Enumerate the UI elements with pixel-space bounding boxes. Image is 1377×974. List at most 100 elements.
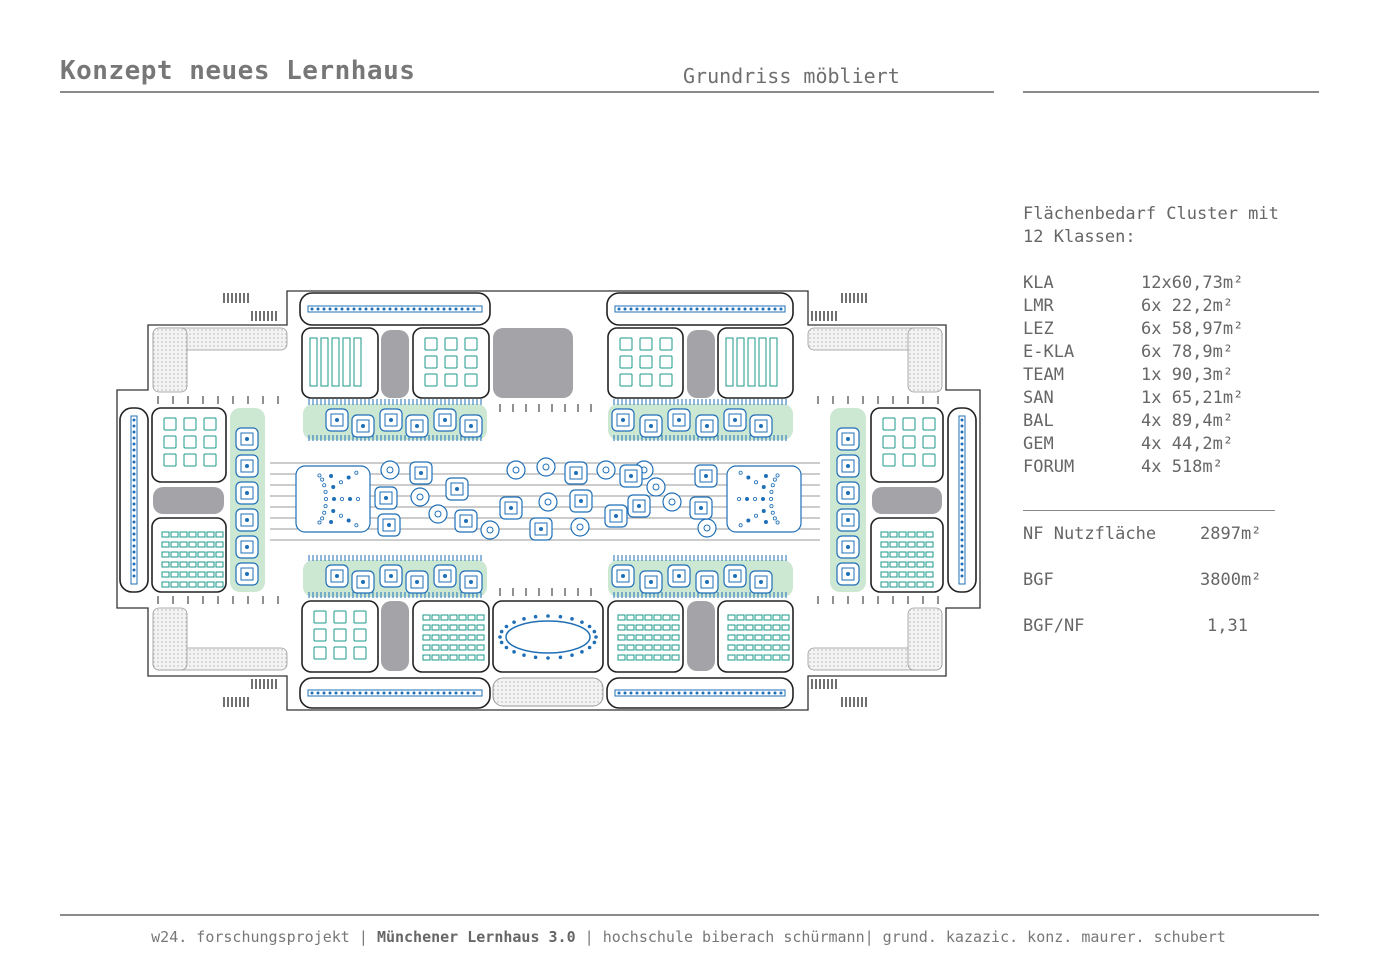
shelf-item bbox=[960, 526, 964, 530]
desk bbox=[662, 624, 671, 631]
desk bbox=[772, 654, 781, 661]
desk bbox=[653, 614, 662, 621]
desk-row bbox=[309, 337, 318, 387]
room-area: 4x 89,4m² bbox=[1141, 411, 1234, 431]
auditorium-seat bbox=[320, 477, 325, 482]
shelf-item bbox=[132, 508, 136, 512]
desk bbox=[458, 644, 467, 651]
desk bbox=[431, 624, 440, 631]
workstation-desk bbox=[464, 575, 478, 589]
desk bbox=[161, 571, 170, 578]
desk bbox=[925, 581, 934, 588]
room-code: LMR bbox=[1023, 296, 1054, 316]
desk bbox=[916, 571, 925, 578]
shelf-item bbox=[132, 448, 136, 452]
shelf-item bbox=[132, 424, 136, 428]
storage-area bbox=[492, 677, 604, 707]
workstation-seat bbox=[677, 418, 681, 422]
round-table-top bbox=[542, 463, 550, 471]
desk bbox=[206, 561, 215, 568]
desk-row bbox=[736, 337, 745, 387]
desk bbox=[644, 624, 653, 631]
auditorium-seat bbox=[769, 504, 774, 509]
conference-table bbox=[505, 620, 591, 654]
table-group bbox=[163, 417, 177, 431]
workstation bbox=[235, 535, 259, 559]
desk bbox=[763, 654, 772, 661]
round-table-top bbox=[576, 523, 584, 531]
workstation bbox=[627, 494, 651, 518]
workstation bbox=[499, 496, 523, 520]
page-subtitle: Grundriss möbliert bbox=[683, 64, 900, 88]
shelf-item bbox=[346, 691, 350, 695]
classroom bbox=[301, 600, 379, 673]
shelf-item bbox=[132, 532, 136, 536]
shelf bbox=[130, 415, 138, 585]
workstation-seat bbox=[699, 506, 703, 510]
workstation bbox=[235, 427, 259, 451]
shelf-unit bbox=[119, 407, 149, 593]
desk-row bbox=[331, 337, 340, 387]
workstation-desk bbox=[609, 509, 623, 523]
shelf-item bbox=[454, 691, 458, 695]
workstation-desk bbox=[841, 432, 855, 446]
desk bbox=[907, 551, 916, 558]
desk bbox=[898, 561, 907, 568]
shelf-item bbox=[132, 430, 136, 434]
workstation-desk bbox=[379, 491, 393, 505]
auditorium-seat bbox=[329, 474, 334, 479]
desk bbox=[170, 571, 179, 578]
desk bbox=[662, 634, 671, 641]
shelf-item bbox=[370, 307, 374, 311]
desk bbox=[745, 614, 754, 621]
desk-row bbox=[747, 337, 756, 387]
shelf-item bbox=[334, 691, 338, 695]
chair bbox=[570, 653, 574, 657]
workstation-desk bbox=[330, 569, 344, 583]
desk bbox=[745, 634, 754, 641]
workstation-seat bbox=[637, 504, 641, 508]
workstation-seat bbox=[705, 424, 709, 428]
desk bbox=[736, 654, 745, 661]
desk bbox=[763, 624, 772, 631]
classroom bbox=[870, 517, 944, 593]
workstation-desk bbox=[841, 459, 855, 473]
workstation bbox=[639, 570, 663, 594]
room-code: LEZ bbox=[1023, 319, 1054, 339]
core bbox=[687, 601, 715, 671]
round-table-top bbox=[703, 524, 711, 532]
shelf-item bbox=[132, 484, 136, 488]
shelf-unit bbox=[606, 677, 794, 709]
desk bbox=[889, 561, 898, 568]
round-table bbox=[506, 460, 526, 480]
desk bbox=[880, 551, 889, 558]
chair bbox=[587, 624, 592, 629]
workstation bbox=[749, 570, 773, 594]
chair bbox=[587, 645, 592, 650]
workstation-seat bbox=[361, 424, 365, 428]
shelf-item bbox=[406, 691, 410, 695]
desk bbox=[467, 644, 476, 651]
auditorium-seat bbox=[331, 485, 336, 490]
shelf-item bbox=[358, 691, 362, 695]
room-code: TEAM bbox=[1023, 365, 1064, 385]
workstation bbox=[619, 464, 643, 488]
shelf-item bbox=[960, 544, 964, 548]
desk bbox=[925, 541, 934, 548]
desk bbox=[458, 654, 467, 661]
shelf-item bbox=[466, 691, 470, 695]
desk bbox=[644, 634, 653, 641]
workstation bbox=[569, 489, 593, 513]
desk bbox=[671, 644, 680, 651]
table-group bbox=[619, 355, 633, 369]
workstation-desk bbox=[699, 469, 713, 483]
desk bbox=[626, 624, 635, 631]
shelf-item bbox=[460, 307, 464, 311]
shelf-item bbox=[767, 691, 771, 695]
desk bbox=[188, 551, 197, 558]
workstation-seat bbox=[846, 437, 850, 441]
